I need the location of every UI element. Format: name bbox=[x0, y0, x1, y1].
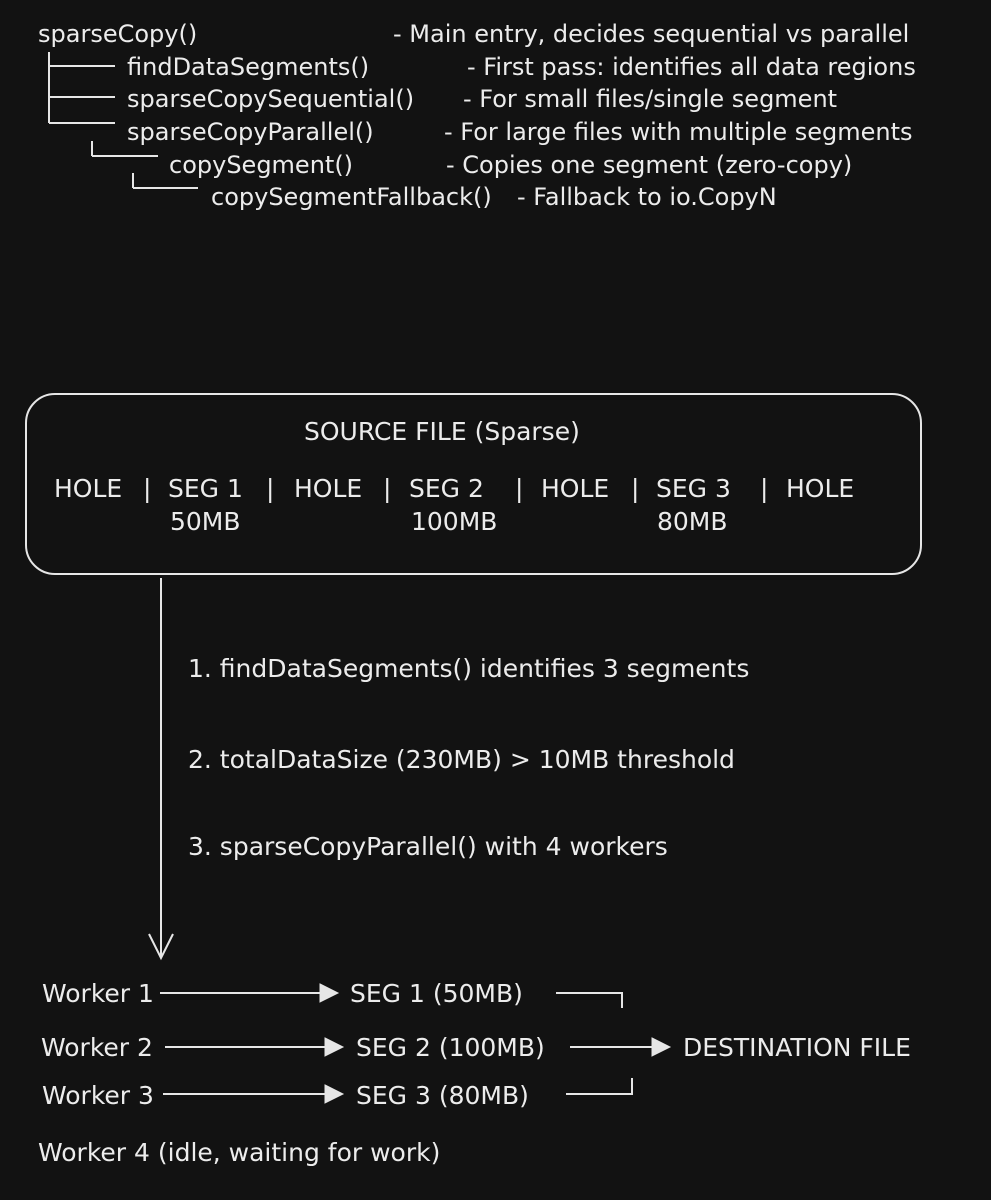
separator: | bbox=[760, 474, 769, 503]
separator: | bbox=[631, 474, 640, 503]
merge-connectors bbox=[556, 992, 672, 1095]
worker-3-arrow bbox=[163, 1084, 345, 1104]
worker-2-arrow bbox=[165, 1037, 345, 1057]
separator: | bbox=[266, 474, 275, 503]
worker-2-label: Worker 2 bbox=[41, 1033, 153, 1062]
destination-file-label: DESTINATION FILE bbox=[683, 1033, 911, 1062]
worker-2-segment: SEG 2 (100MB) bbox=[356, 1033, 545, 1062]
tree-segment-desc: - Copies one segment (zero-copy) bbox=[446, 151, 853, 179]
tree-sequential-name: sparseCopySequential() bbox=[127, 85, 415, 113]
hole-label: HOLE bbox=[294, 474, 363, 503]
worker-1-label: Worker 1 bbox=[42, 979, 154, 1008]
source-file-title: SOURCE FILE (Sparse) bbox=[304, 417, 580, 446]
separator: | bbox=[515, 474, 524, 503]
tree-root-name: sparseCopy() bbox=[38, 20, 198, 48]
separator: | bbox=[383, 474, 392, 503]
hole-label: HOLE bbox=[54, 474, 123, 503]
flow-down-arrow bbox=[148, 578, 174, 961]
tree-parallel-name: sparseCopyParallel() bbox=[127, 118, 374, 146]
tree-find-desc: - First pass: identifies all data region… bbox=[467, 53, 916, 81]
hole-label: HOLE bbox=[786, 474, 855, 503]
tree-fallback-desc: - Fallback to io.CopyN bbox=[517, 183, 777, 211]
worker-1-segment: SEG 1 (50MB) bbox=[350, 979, 523, 1008]
hole-label: HOLE bbox=[541, 474, 610, 503]
separator: | bbox=[143, 474, 152, 503]
worker-1-arrow bbox=[160, 983, 340, 1003]
worker-4-label: Worker 4 (idle, waiting for work) bbox=[38, 1138, 441, 1167]
segment-3-label: SEG 3 bbox=[656, 474, 731, 503]
tree-connectors bbox=[48, 52, 198, 189]
worker-3-segment: SEG 3 (80MB) bbox=[356, 1081, 529, 1110]
source-file-box bbox=[25, 393, 922, 575]
tree-find-name: findDataSegments() bbox=[127, 53, 370, 81]
segment-2-size: 100MB bbox=[411, 507, 498, 536]
segment-2-label: SEG 2 bbox=[409, 474, 484, 503]
step-2: 2. totalDataSize (230MB) > 10MB threshol… bbox=[188, 745, 735, 774]
tree-fallback-name: copySegmentFallback() bbox=[211, 183, 492, 211]
segment-3-size: 80MB bbox=[657, 507, 728, 536]
tree-segment-name: copySegment() bbox=[169, 151, 354, 179]
segment-1-size: 50MB bbox=[170, 507, 241, 536]
worker-3-label: Worker 3 bbox=[42, 1081, 154, 1110]
step-3: 3. sparseCopyParallel() with 4 workers bbox=[188, 832, 668, 861]
tree-parallel-desc: - For large files with multiple segments bbox=[444, 118, 913, 146]
step-1: 1. findDataSegments() identifies 3 segme… bbox=[188, 654, 750, 683]
tree-sequential-desc: - For small files/single segment bbox=[463, 85, 838, 113]
tree-root-desc: - Main entry, decides sequential vs para… bbox=[393, 20, 910, 48]
segment-1-label: SEG 1 bbox=[168, 474, 243, 503]
